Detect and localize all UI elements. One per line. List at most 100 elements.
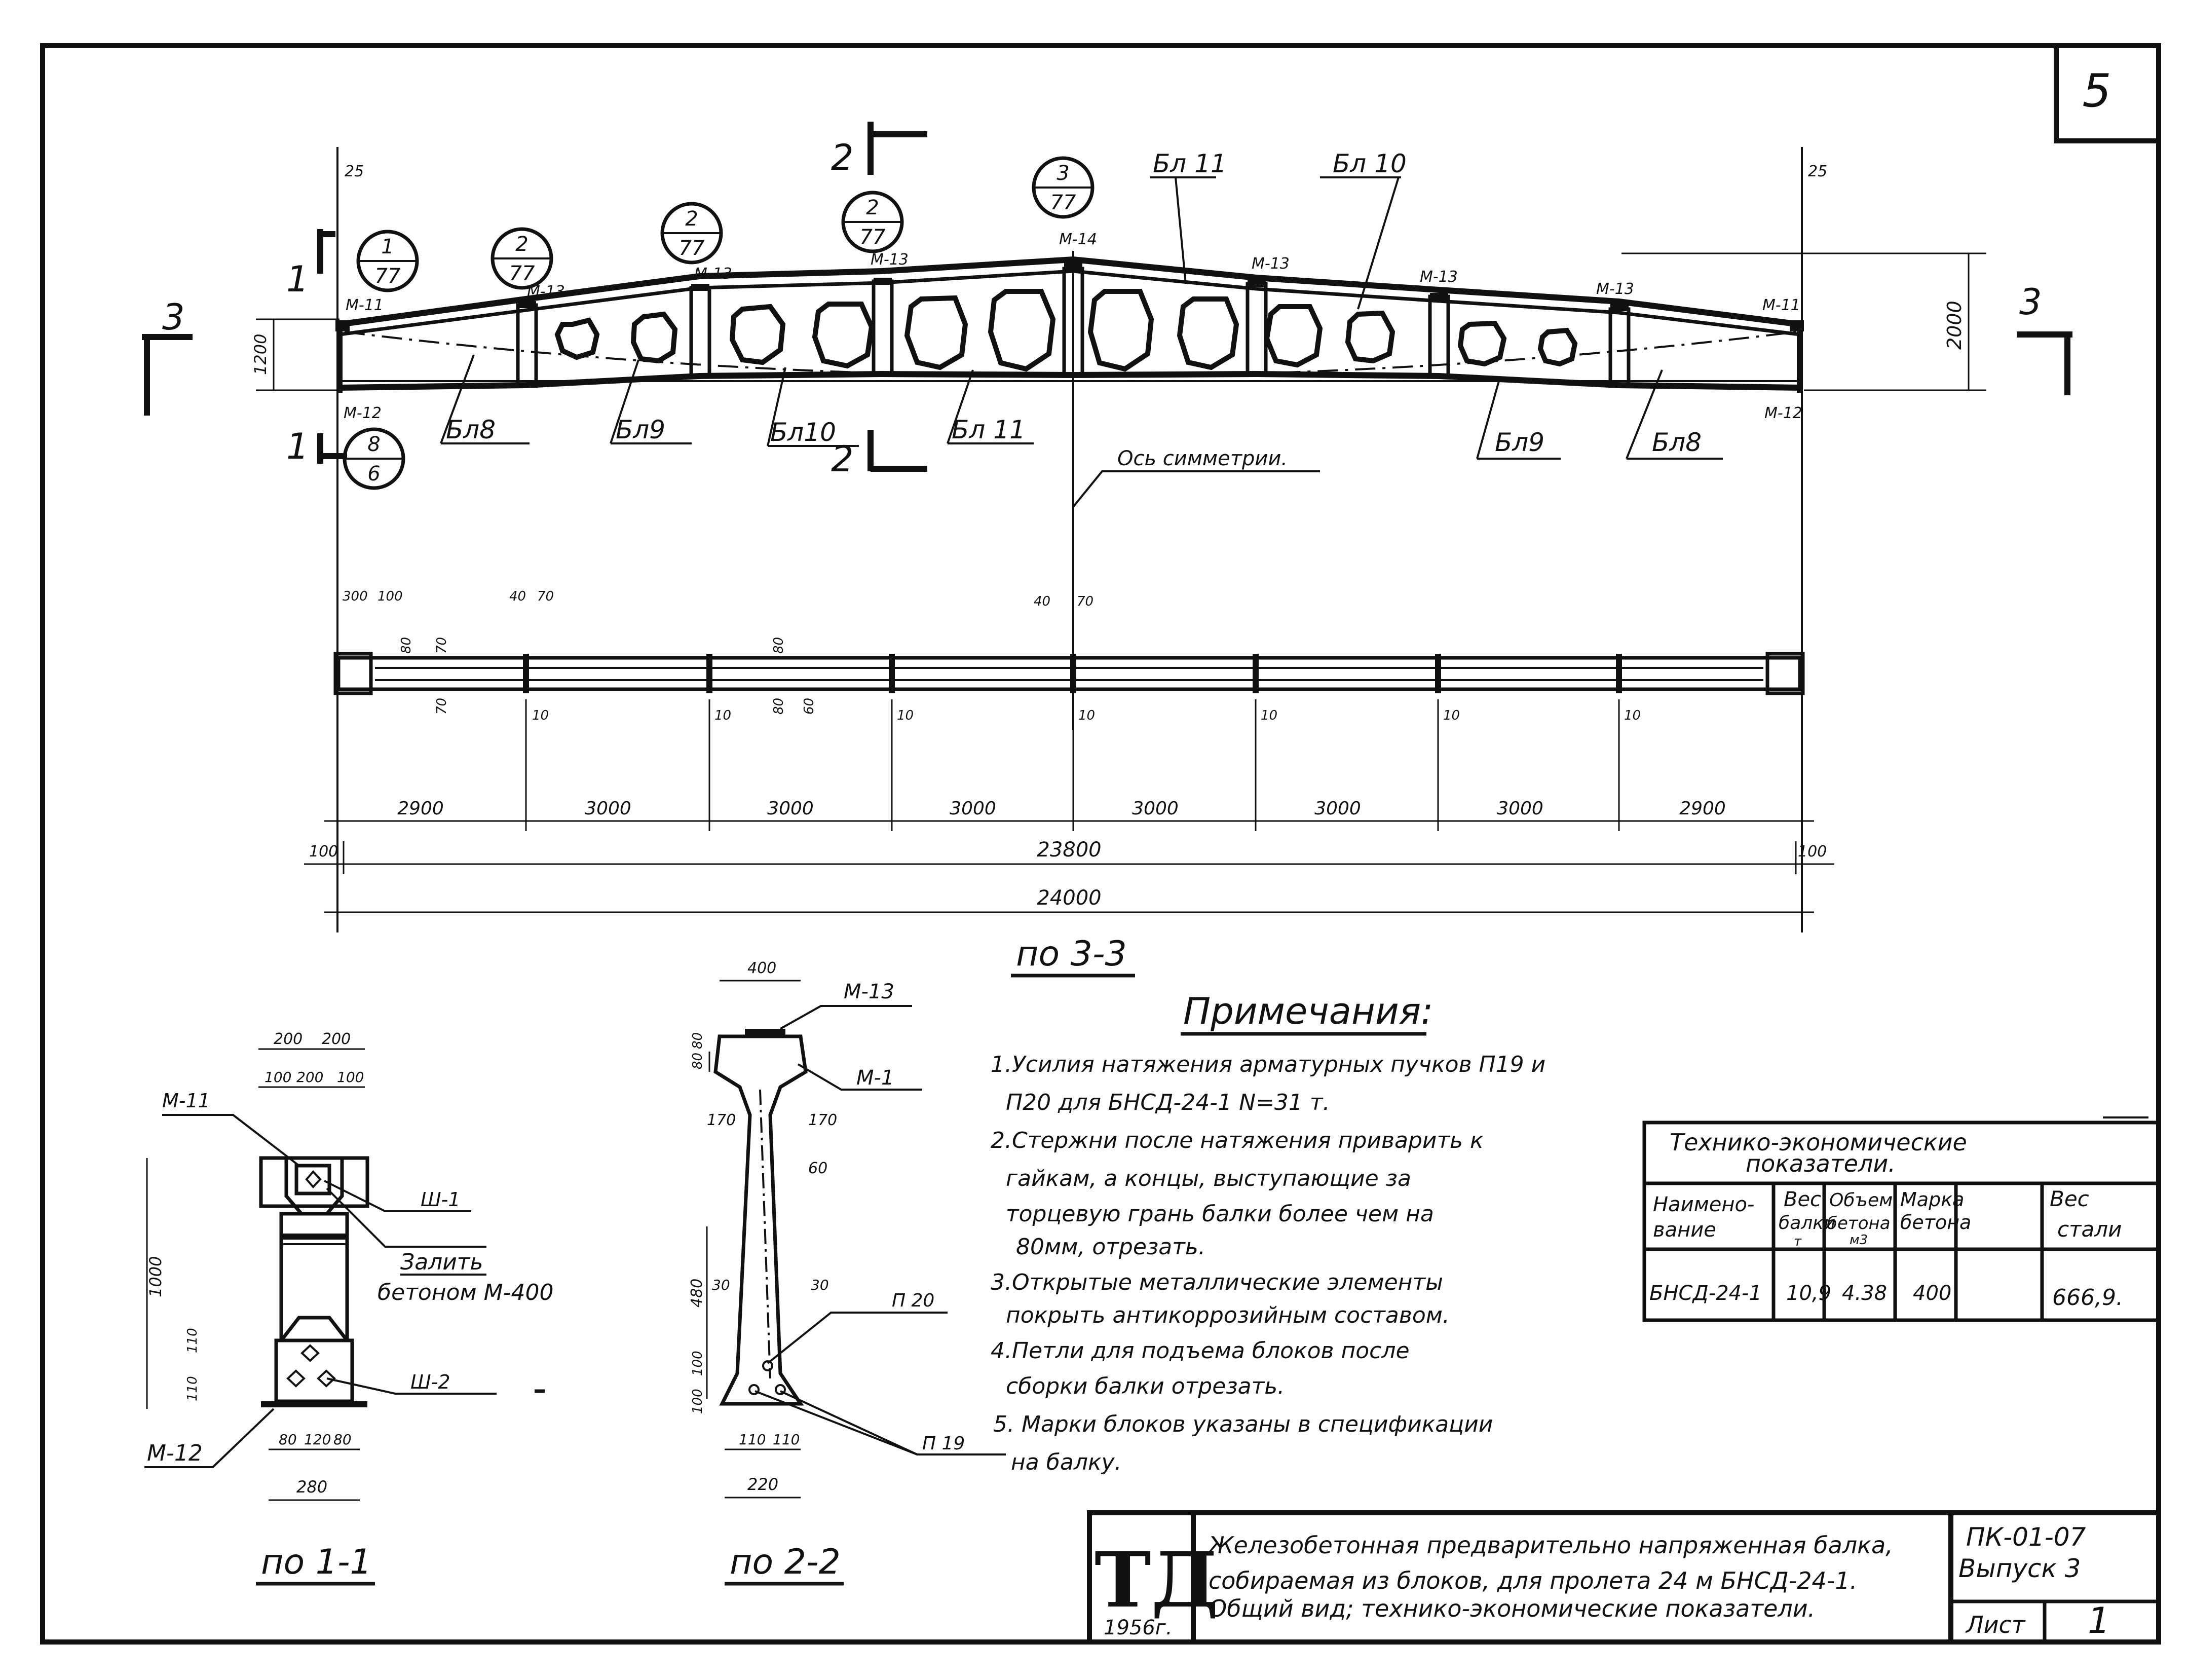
svg-text:Бл9: Бл9 [1495,428,1544,457]
svg-text:на балку.: на балку. [1011,1449,1122,1475]
table-title-2: показатели. [1746,1150,1896,1177]
svg-text:6: 6 [367,462,380,486]
plan-joints [523,654,1622,693]
svg-text:Вес: Вес [1784,1188,1821,1211]
svg-text:М-12: М-12 [1764,404,1802,422]
svg-text:3: 3 [162,296,185,338]
svg-text:2: 2 [866,196,879,219]
title-desc-3: Общий вид; технико-экономические показат… [1209,1595,1815,1622]
plan-caption: по 3-3 [1016,934,1127,974]
svg-text:2900: 2900 [1679,798,1726,819]
bubble-2-77-a: 2 77 [491,227,553,290]
svg-text:100: 100 [690,1389,705,1414]
svg-text:2.Стержни после натяжения прив: 2.Стержни после натяжения приварить к [991,1128,1484,1153]
title-year: 1956г. [1104,1616,1173,1639]
svg-text:М-13: М-13 [1596,280,1634,298]
svg-text:10: 10 [1261,708,1277,723]
beam-elevation: 2000 1200 25 25 1 1 2 2 3 [142,122,2072,932]
bubble-2-77-c: 2 77 [841,191,904,253]
beam-top-chord-inner [339,269,1800,337]
svg-text:БНСД-24-1: БНСД-24-1 [1649,1282,1762,1305]
svg-text:60: 60 [802,698,817,715]
bubble-8-6: 8 6 [343,427,405,490]
section-1-1: 1000 110 110 200 200 100 200 100 80 120 … [144,1030,553,1586]
web-openings [554,289,1578,372]
section-2-2: 400 80 80 170 170 60 30 30 480 100 100 1… [688,959,1006,1586]
svg-text:М-13: М-13 [1252,255,1290,273]
height-value-left: 1200 [251,334,270,375]
svg-text:гайкам, а концы, выступающие з: гайкам, а концы, выступающие за [1006,1166,1411,1191]
svg-text:170: 170 [808,1111,837,1129]
svg-text:Бл8: Бл8 [446,415,496,444]
svg-text:М-11: М-11 [1762,296,1800,314]
plan-outline [336,656,1802,691]
notes-title: Примечания: [1183,990,1433,1032]
svg-text:80: 80 [279,1431,297,1448]
plan-view: 300 100 40 70 40 70 80 70 70 80 80 60 10… [304,589,1834,978]
svg-text:Ш-2: Ш-2 [410,1371,450,1393]
title-issue: Выпуск 3 [1958,1554,2081,1583]
svg-text:80: 80 [771,637,786,654]
reference-bubbles: 1 77 2 77 2 77 2 77 3 77 [343,156,1095,490]
svg-text:3.Открытые металлические элеме: 3.Открытые металлические элементы [991,1270,1443,1295]
svg-text:100: 100 [378,589,403,604]
svg-text:1: 1 [286,426,309,467]
svg-text:Вес: Вес [2050,1186,2089,1211]
title-desc-1: Железобетонная предварительно напряженна… [1207,1532,1893,1559]
svg-text:балки: балки [1779,1213,1835,1234]
axis-leader [1072,470,1320,508]
tech-econ-table: Технико-экономические показатели. Наимен… [1642,1116,2161,1322]
svg-text:Ш-1: Ш-1 [421,1188,461,1211]
section-2-2-caption: по 2-2 [730,1542,841,1582]
svg-text:10: 10 [532,708,549,723]
svg-text:77: 77 [860,226,886,249]
svg-text:60: 60 [808,1160,827,1177]
svg-text:170: 170 [707,1111,736,1129]
svg-text:80мм, отрезать.: 80мм, отрезать. [1016,1234,1205,1260]
svg-text:М-12: М-12 [344,404,382,422]
svg-text:3: 3 [1057,162,1069,185]
svg-text:М-13: М-13 [871,251,909,269]
segment-ticks [336,699,1803,831]
svg-text:100: 100 [690,1351,705,1376]
embedded-plates [335,260,1804,331]
title-sheet-value: 1 [2088,1600,2110,1641]
svg-text:3000: 3000 [585,798,631,819]
svg-text:4.38: 4.38 [1842,1282,1887,1305]
bubble-1-77: 1 77 [356,230,419,292]
bubble-2-77-b: 2 77 [660,202,723,265]
svg-text:70: 70 [434,637,449,654]
svg-text:40: 40 [509,589,526,604]
section-mark-3-left: 3 [142,296,193,416]
svg-text:200: 200 [274,1030,303,1048]
end-offset-right: 100 [1798,843,1827,861]
section-1-1-web [279,1212,349,1342]
svg-text:77: 77 [1050,191,1076,214]
plan-detail-dims: 300 100 40 70 40 70 80 70 70 80 80 60 10… [343,589,1641,723]
svg-text:М-13: М-13 [844,980,894,1003]
table-title-1: Технико-экономические [1670,1129,1967,1156]
svg-text:110: 110 [185,1376,200,1401]
svg-text:77: 77 [679,237,705,260]
svg-text:Бл 11: Бл 11 [952,415,1026,444]
beam-top-chord [339,256,1800,327]
title-block: ТД 1956г. Железобетонная предварительно … [1087,1510,2161,1645]
section-2-2-outline [713,1034,808,1406]
svg-text:М-13: М-13 [694,265,732,283]
svg-text:666,9.: 666,9. [2052,1285,2123,1311]
section-1-1-top-flange [259,1156,369,1208]
svg-text:М-1: М-1 [856,1066,894,1090]
title-sheet-label: Лист [1965,1611,2026,1638]
svg-text:Залить: Залить [400,1249,483,1275]
svg-text:110: 110 [773,1431,800,1448]
svg-text:10: 10 [1624,708,1641,723]
svg-text:70: 70 [537,589,554,604]
svg-text:М-13: М-13 [527,283,565,301]
svg-text:1: 1 [286,258,309,300]
svg-text:т: т [1794,1234,1802,1249]
end-offset-left: 100 [309,843,338,861]
block-labels: Бл8 Бл9 Бл10 Бл 11 Бл9 Бл8 Бл 11 Бл 10 [440,149,1723,460]
section-mark-1-top: 1 [286,229,335,300]
plate-mark-labels: М-11 М-11 М-12 М-12 М-13 М-13 М-13 М-14 … [344,231,1802,422]
svg-text:3000: 3000 [767,798,814,819]
